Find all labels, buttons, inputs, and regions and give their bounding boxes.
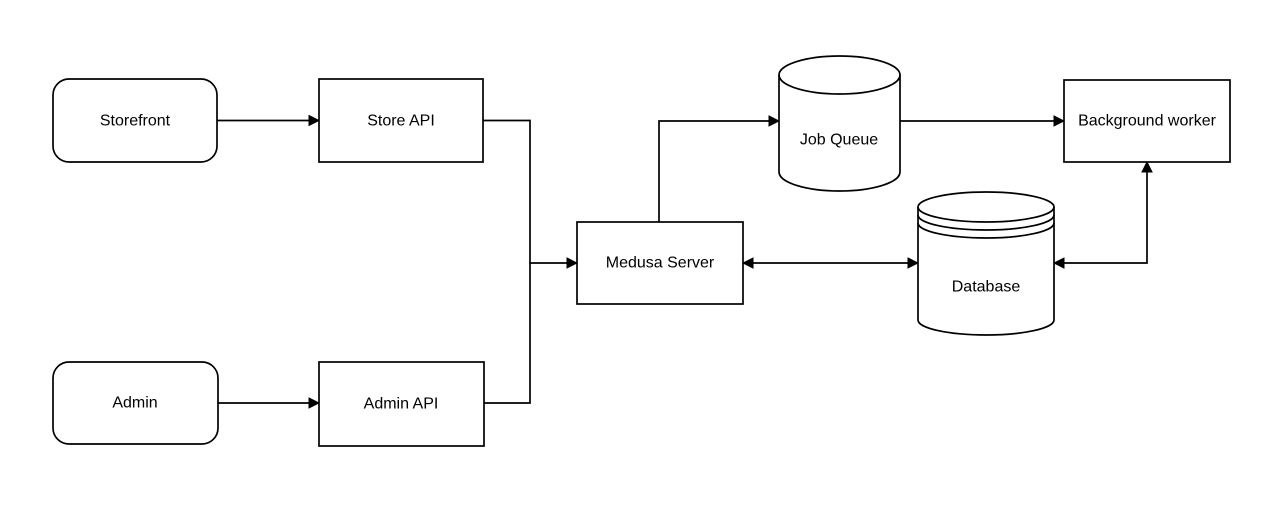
store-api-label: Store API [367,113,435,130]
node-store-api: Store API [318,78,484,163]
node-job-queue: Job Queue [778,55,901,192]
database-cylinder [917,191,1055,336]
job-queue-label: Job Queue [800,132,878,149]
medusa-server-label: Medusa Server [606,255,715,272]
job-queue-cylinder-rim [778,74,901,95]
admin-box [52,361,219,445]
edges [217,121,1147,404]
edge-store-api-to-medusa-server [483,119,577,264]
storefront-box [52,78,218,163]
job-queue-cylinder [778,55,901,192]
node-database: Database [917,191,1055,336]
database-label: Database [952,279,1021,296]
node-storefront: Storefront [52,78,218,163]
storefront-label: Storefront [100,113,171,130]
node-admin: Admin [52,361,219,445]
edge-medusa-server-to-job-queue [658,121,779,222]
database-cylinder-rim-2 [917,214,1055,231]
medusa-server-box [576,221,744,305]
admin-api-label: Admin API [364,396,439,413]
background-worker-box [1063,79,1231,163]
node-medusa-server: Medusa Server [576,221,744,305]
store-api-box [318,78,484,163]
admin-label: Admin [112,395,157,412]
node-background-worker: Background worker [1063,79,1231,163]
database-cylinder-rim-1 [917,206,1055,223]
database-cylinder-rim-3 [917,222,1055,239]
edge-database-background-worker-bidirectional [1054,162,1147,263]
edge-admin-api-to-medusa-server [484,263,531,404]
background-worker-label: Background worker [1078,113,1217,130]
node-admin-api: Admin API [318,361,485,447]
admin-api-box [318,361,485,447]
